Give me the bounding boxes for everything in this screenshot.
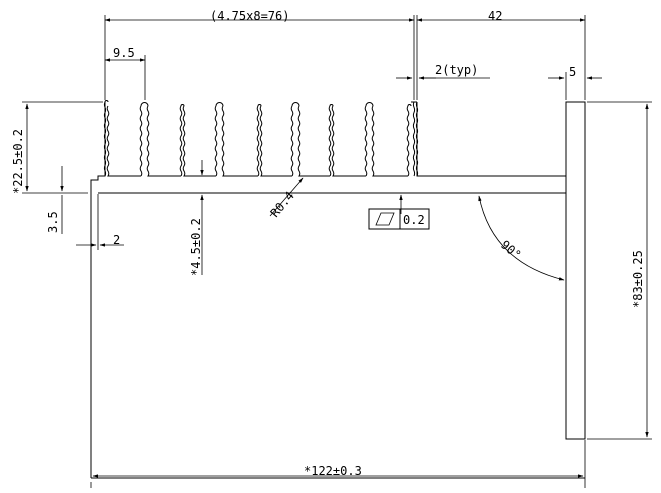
fin-tip <box>215 102 224 107</box>
label-flatness-value: 0.2 <box>403 213 425 227</box>
fin-channel <box>221 105 258 177</box>
fin-tip <box>140 102 149 107</box>
fin-wall <box>328 105 332 177</box>
fin-channel <box>106 105 141 177</box>
fin-tip <box>365 102 374 107</box>
label-plate-thickness: 5 <box>569 65 576 79</box>
fin-tip <box>329 104 334 107</box>
fin-channel <box>259 105 292 177</box>
label-fin-height: *22.5±0.2 <box>11 129 25 194</box>
dimension-lines <box>25 18 649 478</box>
label-base-offset: 2 <box>113 233 120 247</box>
fin-channel <box>331 105 366 177</box>
fin-tip <box>257 104 262 107</box>
fin-group <box>103 100 419 177</box>
fin-wall <box>139 105 143 177</box>
extension-lines <box>22 15 652 488</box>
flatness-tolerance-frame <box>368 208 430 230</box>
label-overall-width: *122±0.3 <box>304 464 362 478</box>
fin-channel <box>146 105 181 177</box>
profile-outline <box>90 101 586 479</box>
fin-wall <box>290 105 294 177</box>
fin-wall <box>406 105 410 177</box>
fin-cap <box>104 100 417 103</box>
fin-tip <box>180 104 185 107</box>
fin-wall <box>179 105 183 177</box>
outer-fin-wall <box>412 101 416 177</box>
label-fin-thickness: 2(typ) <box>435 63 478 77</box>
outer-fin-wall <box>103 101 107 177</box>
fin-wall <box>364 105 368 177</box>
label-fin-pitch: 9.5 <box>113 46 135 60</box>
outer-fin-wall <box>415 101 419 177</box>
flatness-symbol-icon <box>375 212 395 226</box>
label-pitch-total: (4.75x8=76) <box>210 9 289 23</box>
label-base-step: 3.5 <box>46 211 60 233</box>
fin-wall <box>256 105 260 177</box>
label-right-flange: 42 <box>488 9 502 23</box>
fin-channel <box>182 105 216 177</box>
label-base-thickness: *4.5±0.2 <box>189 218 203 276</box>
dimension-labels: (4.75x8=76) 42 9.5 2(typ) 5 0.2 2 *122±0… <box>11 9 645 478</box>
fin-tip <box>407 104 412 107</box>
label-angle: 90° <box>498 238 524 263</box>
fin-channel <box>371 105 408 177</box>
fin-channel <box>297 105 330 177</box>
fin-tip <box>291 102 300 107</box>
fin-wall <box>214 105 218 177</box>
label-plate-height: *83±0.25 <box>631 250 645 308</box>
